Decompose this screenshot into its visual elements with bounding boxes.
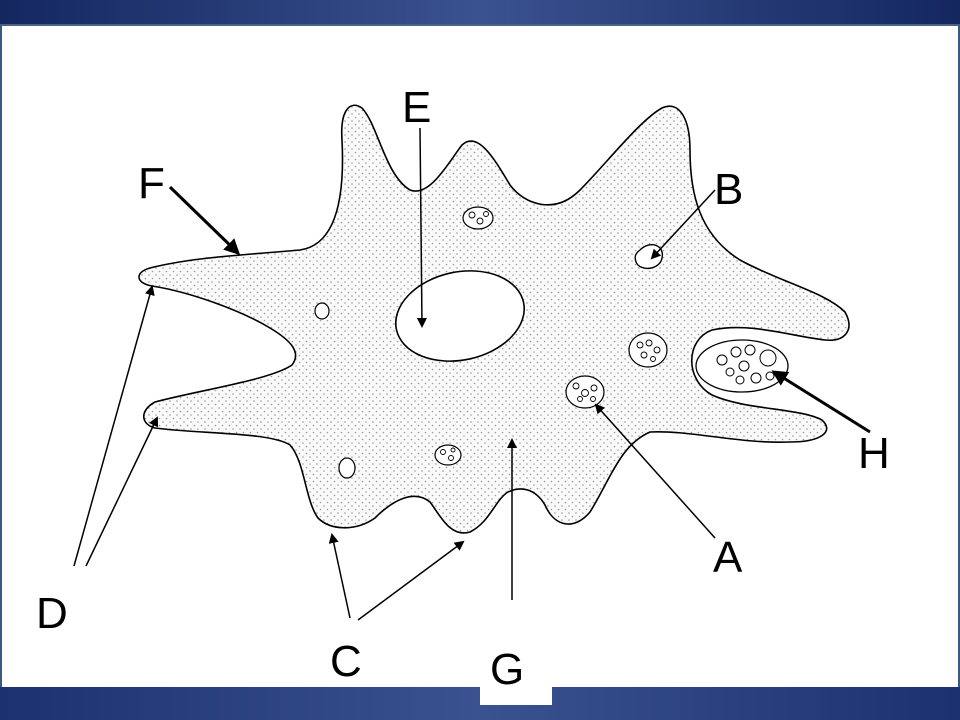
label-d: D bbox=[36, 589, 68, 638]
label-e: E bbox=[402, 83, 431, 132]
slide-left-border bbox=[0, 24, 2, 687]
small-vacuole bbox=[314, 302, 330, 320]
label-b: B bbox=[714, 165, 743, 214]
nucleus bbox=[394, 270, 526, 362]
label-h: H bbox=[858, 429, 890, 478]
slide-right-border bbox=[958, 24, 960, 687]
label-a: A bbox=[713, 533, 743, 582]
pointer-lines bbox=[73, 127, 871, 621]
label-f: F bbox=[138, 159, 165, 208]
label-g-background bbox=[480, 640, 552, 705]
food-vacuole bbox=[434, 206, 668, 466]
label-c: C bbox=[330, 637, 362, 686]
slide-top-bar bbox=[0, 0, 960, 26]
small-vacuole bbox=[338, 457, 356, 479]
label-g: G bbox=[490, 645, 524, 694]
food-vacuole-engulfed bbox=[695, 339, 789, 393]
